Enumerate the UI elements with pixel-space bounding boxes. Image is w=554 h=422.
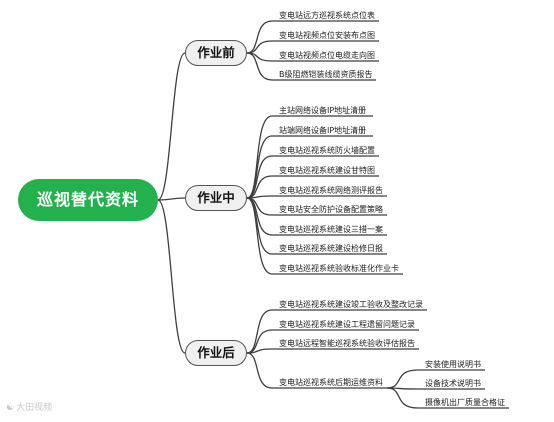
branch-before-work: 作业前 [185,40,247,66]
leaf-item: 变电站巡视系统建设甘特图 [279,166,375,175]
root-to-branch-line [157,52,186,201]
leaf-item: 变电站安全防护设备配置策略 [279,205,383,214]
leaf-item: 变电站巡视系统建设工程遗留问题记录 [279,320,415,329]
leaf-item: 变电站巡视系统网络测评报告 [279,186,383,195]
sub-leaf-item: 安装使用说明书 [425,360,481,369]
branch-to-leaf-line [246,195,387,199]
root-node: 巡视替代资料 [18,179,158,221]
sub-leaf-item: 设备技术说明书 [425,379,481,388]
watermark-text: 大田视频 [16,403,53,413]
leaf-item: 变电站巡视系统验收标准化作业卡 [279,264,399,273]
leaf-item: 变电站巡视系统建设竣工验收及整改记录 [279,300,423,309]
root-to-branch-line [157,197,186,201]
leaf-item: 变电站远程智能巡视系统验收评估报告 [279,339,415,348]
branch-to-leaf-line [246,175,379,199]
leaf-to-subleaf-line [386,387,509,409]
branch-to-leaf-line [246,348,419,354]
leaf-item: 变电站视频点位安装布点图 [279,31,375,40]
branch-to-leaf-line [246,52,376,81]
branch-to-leaf-line [246,40,379,54]
leaf-item: 站端网络设备IP地址清册 [279,126,367,135]
leaf-item: 主站网络设备IP地址清册 [279,106,367,115]
leaf-to-subleaf-line [386,369,485,389]
branch-to-leaf-line [246,115,373,199]
root-label: 巡视替代资料 [36,190,139,209]
leaf-item: 变电站巡视系统防火墙配置 [279,146,375,155]
watermark: ☯大田视频 [6,400,52,413]
branch-after-work: 作业后 [185,340,247,366]
watermark-logo-icon: ☯ [6,403,15,413]
branch-to-leaf-line [246,197,403,275]
leaf-item: 变电站视频点位电缆走向图 [279,51,375,60]
branch-to-leaf-line [246,20,379,54]
leaf-item: 变电站巡视系统建设三措一案 [279,225,383,234]
branch-to-leaf-line [246,329,419,354]
branch-label: 作业中 [197,190,235,205]
sub-leaf-item: 摄像机出厂质量合格证 [425,398,505,407]
leaf-item: B级阻燃铠装线缆资质报告 [279,70,373,79]
branch-during-work: 作业中 [185,185,247,211]
root-to-branch-line [157,199,186,354]
branch-label: 作业前 [197,45,235,60]
branch-to-leaf-line [246,352,387,389]
leaf-item: 变电站巡视系统后期运维资料 [279,378,383,387]
leaf-item: 变电站远方巡视系统点位表 [279,11,375,20]
branch-to-leaf-line [246,135,373,199]
leaf-item: 变电站巡视系统建设检修日报 [279,244,383,253]
branch-label: 作业后 [197,345,235,360]
